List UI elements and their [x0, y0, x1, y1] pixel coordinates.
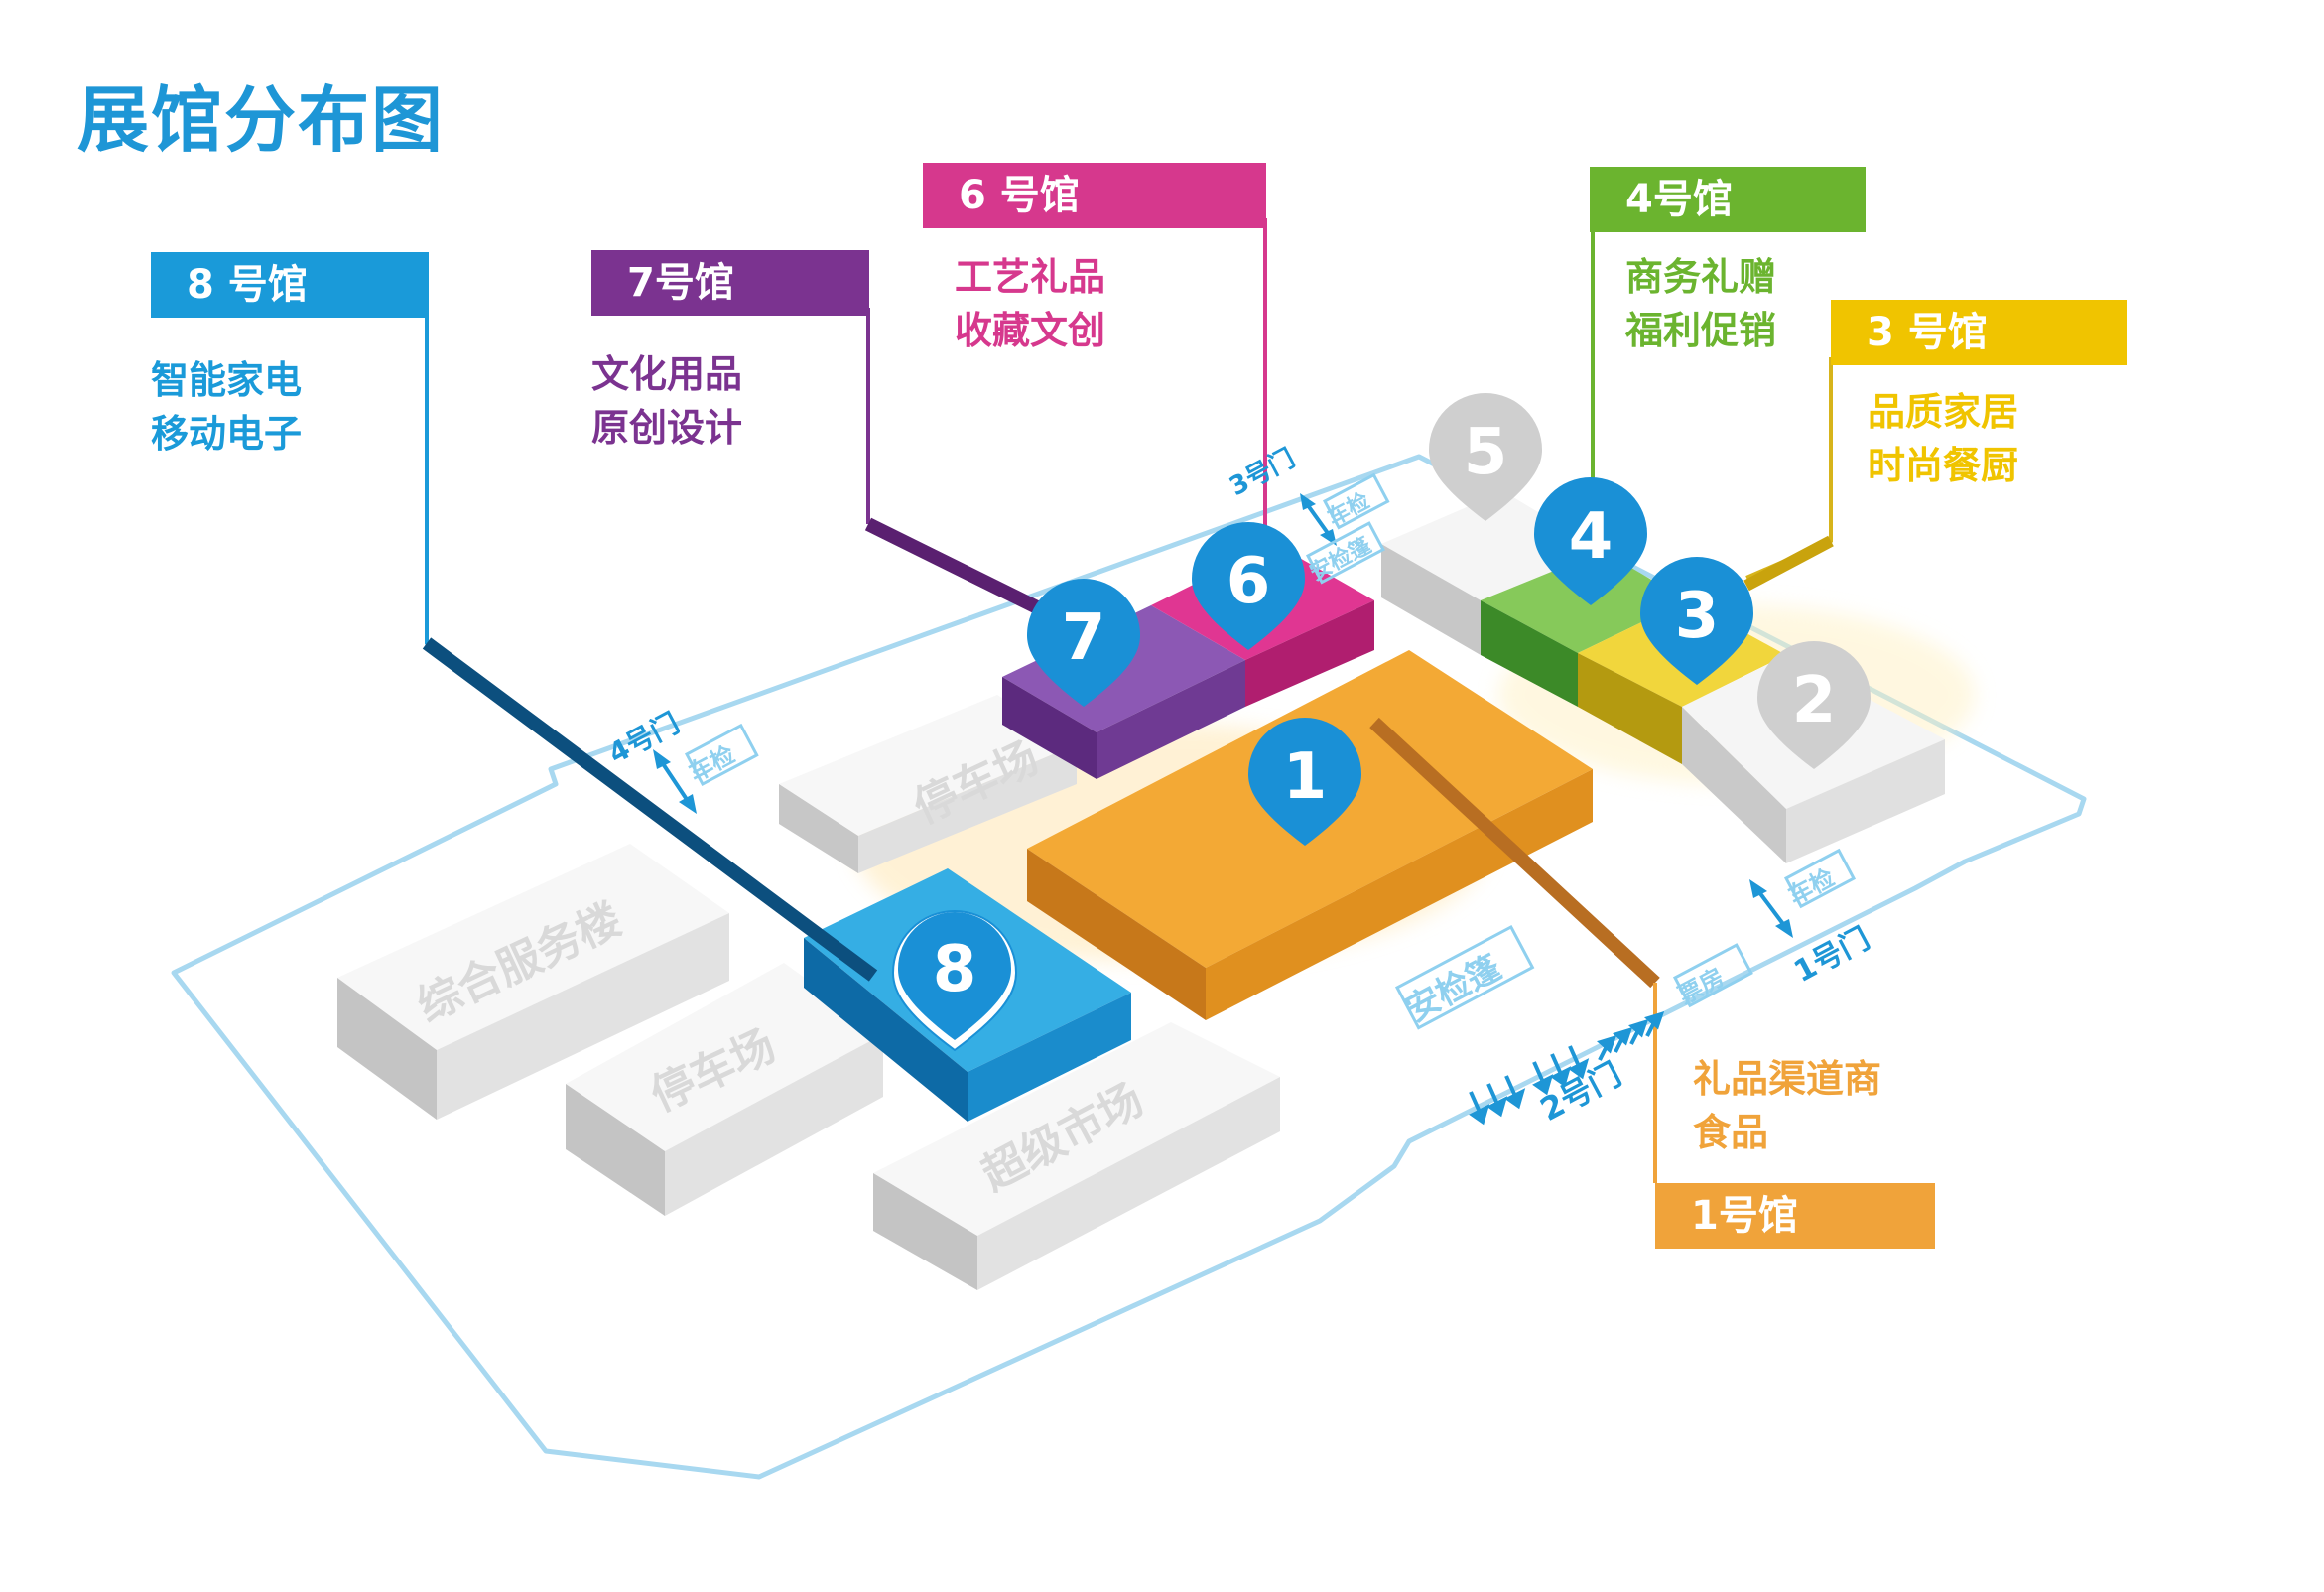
parking-front-building: 停车场: [566, 963, 883, 1216]
hall-6-pin: 6: [1192, 522, 1305, 650]
security-tent: 安检篷: [1394, 924, 1535, 1030]
hall-1-header: 1号馆: [1655, 1183, 1935, 1249]
hall-4-header: 4号馆: [1590, 167, 1866, 232]
gate-1-car-check: 车检: [1784, 863, 1840, 910]
gate-3-label: 3号门: [1225, 444, 1300, 502]
hall-6-name: 6 号馆: [959, 173, 1080, 218]
hall-4-desc: 商务礼赠 福利促销: [1625, 250, 1776, 357]
hall-1-pin: 1: [1248, 718, 1361, 846]
page-title: 展馆分布图: [77, 78, 446, 162]
hall-7-number: 7: [1062, 601, 1106, 675]
site-boundary: [171, 454, 2087, 1480]
hall-1-name: 1号馆: [1691, 1193, 1798, 1239]
hall-8-line-1: 智能家电: [151, 358, 303, 402]
hall-4-block: [1481, 551, 1687, 707]
hall-1-line-2: 食品: [1693, 1111, 1769, 1154]
hall-8-desc: 智能家电 移动电子: [151, 353, 302, 461]
hall-5-pin: 5: [1429, 393, 1542, 521]
hall-8-header: 8 号馆: [151, 252, 429, 318]
hall-7-header: 7号馆: [591, 250, 869, 316]
hall-6-desc: 工艺礼品 收藏文创: [955, 250, 1105, 357]
hall-4-pin: 4: [1534, 477, 1647, 605]
gate-3-security: 安检篷: [1306, 532, 1375, 586]
hall-7-pin: 7: [1027, 579, 1140, 707]
hall-1-line-1: 礼品渠道商: [1693, 1057, 1882, 1101]
hall-4-line-2: 福利促销: [1625, 309, 1777, 352]
hall-6-line-1: 工艺礼品: [955, 255, 1106, 299]
gate-4-label: 4号门: [603, 707, 685, 771]
hall-7-desc: 文化用品 原创设计: [591, 347, 742, 455]
hall-7-line-2: 原创设计: [591, 406, 743, 450]
hall-6-header: 6 号馆: [923, 163, 1266, 228]
hall-1-number: 1: [1283, 740, 1328, 814]
hall-3-name: 3 号馆: [1867, 310, 1988, 355]
hall-3-pin: 3: [1640, 557, 1753, 685]
hall-3-header: 3 号馆: [1831, 300, 2127, 365]
hall-7-line-1: 文化用品: [591, 352, 743, 396]
leader-line-1: [1369, 717, 1660, 989]
hall-2-number: 2: [1792, 664, 1837, 737]
ticket-office-label: 票房: [1674, 963, 1730, 1009]
hall-3-desc: 品质家居 时尚餐厨: [1868, 385, 2018, 492]
hall-2-pin: 2: [1757, 641, 1871, 769]
hall-7-name: 7号馆: [627, 260, 734, 306]
hall-3-line-1: 品质家居: [1868, 390, 2019, 434]
supermarket-building: 超级市场: [873, 1022, 1280, 1290]
hall-4-number: 4: [1569, 500, 1614, 574]
hall-8-line-2: 移动电子: [151, 412, 303, 456]
hall-6-number: 6: [1227, 545, 1271, 618]
hall-8-name: 8 号馆: [187, 262, 308, 308]
hall-4-name: 4号馆: [1625, 177, 1733, 222]
hall-6-line-2: 收藏文创: [955, 309, 1106, 352]
hall-5-number: 5: [1464, 416, 1508, 489]
hall-4-line-1: 商务礼赠: [1625, 255, 1777, 299]
hall-3-line-2: 时尚餐厨: [1868, 444, 2019, 487]
hall-8-pin: 8: [891, 910, 1018, 1052]
hall-8-number: 8: [933, 933, 977, 1006]
hall-3-number: 3: [1675, 580, 1720, 653]
security-tent-label: 安检篷: [1399, 948, 1507, 1030]
hall-1-desc: 礼品渠道商 食品: [1693, 1052, 1881, 1159]
